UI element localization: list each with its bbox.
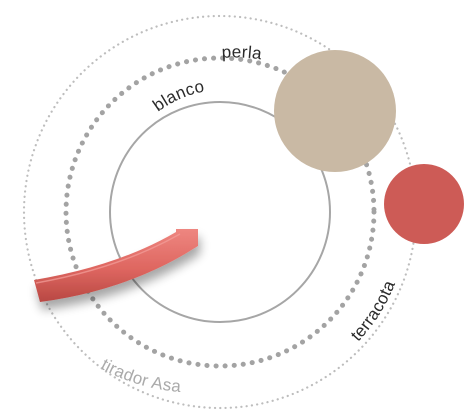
middle-ring bbox=[63, 55, 377, 369]
perla-label: perla bbox=[221, 42, 263, 63]
perla-swatch bbox=[274, 50, 396, 172]
terracota-swatch bbox=[384, 164, 464, 244]
handle-shape bbox=[34, 229, 198, 302]
inner-ring bbox=[109, 101, 331, 323]
tirador-label: tirador Asa bbox=[98, 355, 182, 396]
